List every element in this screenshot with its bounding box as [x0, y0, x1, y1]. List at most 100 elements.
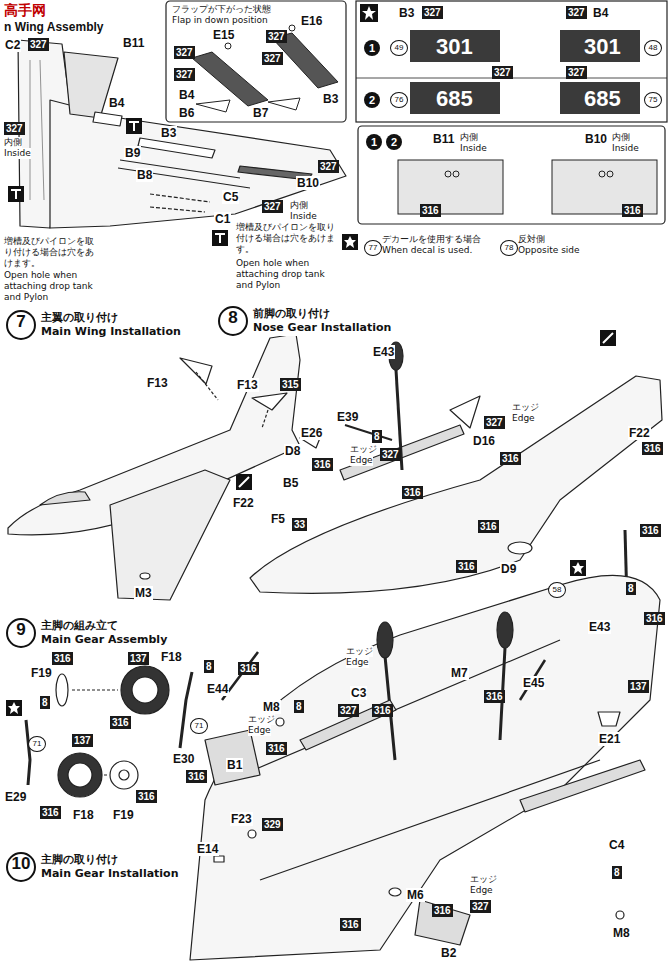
part-label: D9: [500, 562, 517, 576]
color-code: 327: [338, 704, 359, 717]
decal-number-panel: 301: [436, 34, 473, 60]
illustration-part: [6, 700, 22, 716]
part-label: E44: [206, 682, 229, 696]
illustration-part: [110, 761, 138, 789]
decal-number: 78: [500, 240, 518, 256]
marking-option: 2: [386, 134, 402, 150]
color-code: 137: [128, 652, 149, 665]
note-text: 反対側: [518, 234, 545, 245]
illustration-part: [445, 171, 451, 177]
illustration-part: [508, 542, 532, 554]
note-text: 内側: [612, 132, 630, 143]
illustration-part: [398, 160, 503, 214]
decal-number: 58: [548, 582, 566, 598]
illustration-part: [58, 753, 102, 797]
color-code: 316: [186, 770, 207, 783]
illustration-part: [180, 672, 192, 748]
note-text: Edge: [248, 725, 271, 736]
illustration-part: [607, 171, 613, 177]
illustration-part: [150, 194, 210, 212]
illustration-part: [250, 376, 662, 593]
illustration-part: [180, 358, 287, 410]
illustration-part: [616, 911, 624, 919]
color-code: 327: [566, 66, 587, 79]
color-code: 316: [642, 442, 663, 455]
step-title-line: 主翼の取り付け: [41, 311, 181, 325]
note-text: エッジ: [350, 444, 377, 455]
illustration-part: [215, 234, 225, 243]
part-label: C4: [608, 838, 625, 852]
color-code: 316: [432, 904, 453, 917]
note-text: 増槽及びパイロンを取り付ける場合は穴をあけます。: [4, 236, 100, 269]
illustration-part: [300, 700, 396, 750]
color-code: 316: [372, 704, 393, 717]
part-label: E43: [588, 620, 611, 634]
illustration-part: [40, 492, 90, 505]
illustration-part: [358, 126, 665, 224]
note-text: エッジ: [512, 402, 539, 413]
illustration-part: [603, 333, 613, 343]
part-label: E39: [336, 410, 359, 424]
color-code: 316: [484, 690, 505, 703]
color-code: 327: [380, 448, 401, 461]
note-text: Flap in down position: [172, 15, 268, 26]
note-text: Edge: [512, 413, 535, 424]
illustration-part: [362, 6, 376, 20]
note-text: エッジ: [470, 874, 497, 885]
decal-number-panel: 301: [584, 34, 621, 60]
decal-number: 49: [390, 40, 408, 56]
step-number: 9: [6, 618, 36, 648]
part-label: E16: [300, 14, 323, 28]
color-code: 316: [40, 806, 61, 819]
illustration-part: [129, 122, 139, 131]
aircraft-side-view: [8, 334, 300, 600]
color-code: 327: [492, 66, 513, 79]
illustration-part: [8, 186, 24, 202]
decal-number: 48: [644, 40, 662, 56]
step-title-line: Nose Gear Installation: [253, 321, 391, 335]
color-code: 327: [470, 900, 491, 913]
illustration-part: [560, 30, 640, 62]
part-label: B5: [282, 476, 299, 490]
illustration-part: [11, 190, 21, 199]
part-label: E43: [372, 345, 395, 359]
illustration-part: [212, 230, 228, 246]
marking-option: 1: [366, 134, 382, 150]
part-label: F13: [236, 378, 259, 392]
illustration-part: [599, 171, 605, 177]
illustration-part: [276, 718, 284, 726]
part-label: B3: [160, 126, 177, 140]
part-label: F23: [230, 812, 253, 826]
illustration-part: [196, 372, 268, 428]
note-text: エッジ: [346, 646, 373, 657]
color-code: 316: [644, 612, 665, 625]
color-code: 8: [40, 696, 50, 709]
color-code: 8: [294, 700, 304, 713]
color-code: 316: [420, 204, 441, 217]
color-code: 316: [238, 662, 259, 675]
step-title: 主脚の取り付けMain Gear Installation: [41, 853, 179, 881]
step-title-line: 主脚の取り付け: [41, 853, 179, 867]
step-title: 主脚の組み立てMain Gear Assembly: [41, 619, 167, 647]
illustration-part: [118, 160, 250, 188]
step-heading: 8前脚の取り付けNose Gear Installation: [218, 306, 391, 336]
color-code: 327: [262, 52, 283, 65]
part-label: F5: [270, 512, 286, 526]
color-code: 327: [174, 68, 195, 81]
color-code: 327: [28, 38, 49, 51]
illustration-part: [126, 118, 142, 134]
step-heading: 7主翼の取り付けMain Wing Installation: [6, 310, 181, 340]
illustration-part: [225, 43, 231, 49]
part-label: F18: [72, 808, 95, 822]
decal-number: 77: [364, 240, 382, 256]
illustration-part: [377, 622, 393, 658]
part-label: F19: [112, 808, 135, 822]
part-label: M8: [612, 926, 631, 940]
note-text: Opposite side: [518, 245, 580, 256]
illustration-part: [214, 856, 224, 862]
illustration-part: [289, 25, 295, 31]
color-code: 327: [174, 46, 195, 59]
illustration-part: [520, 760, 645, 812]
step-title-line: Main Gear Assembly: [41, 633, 167, 647]
